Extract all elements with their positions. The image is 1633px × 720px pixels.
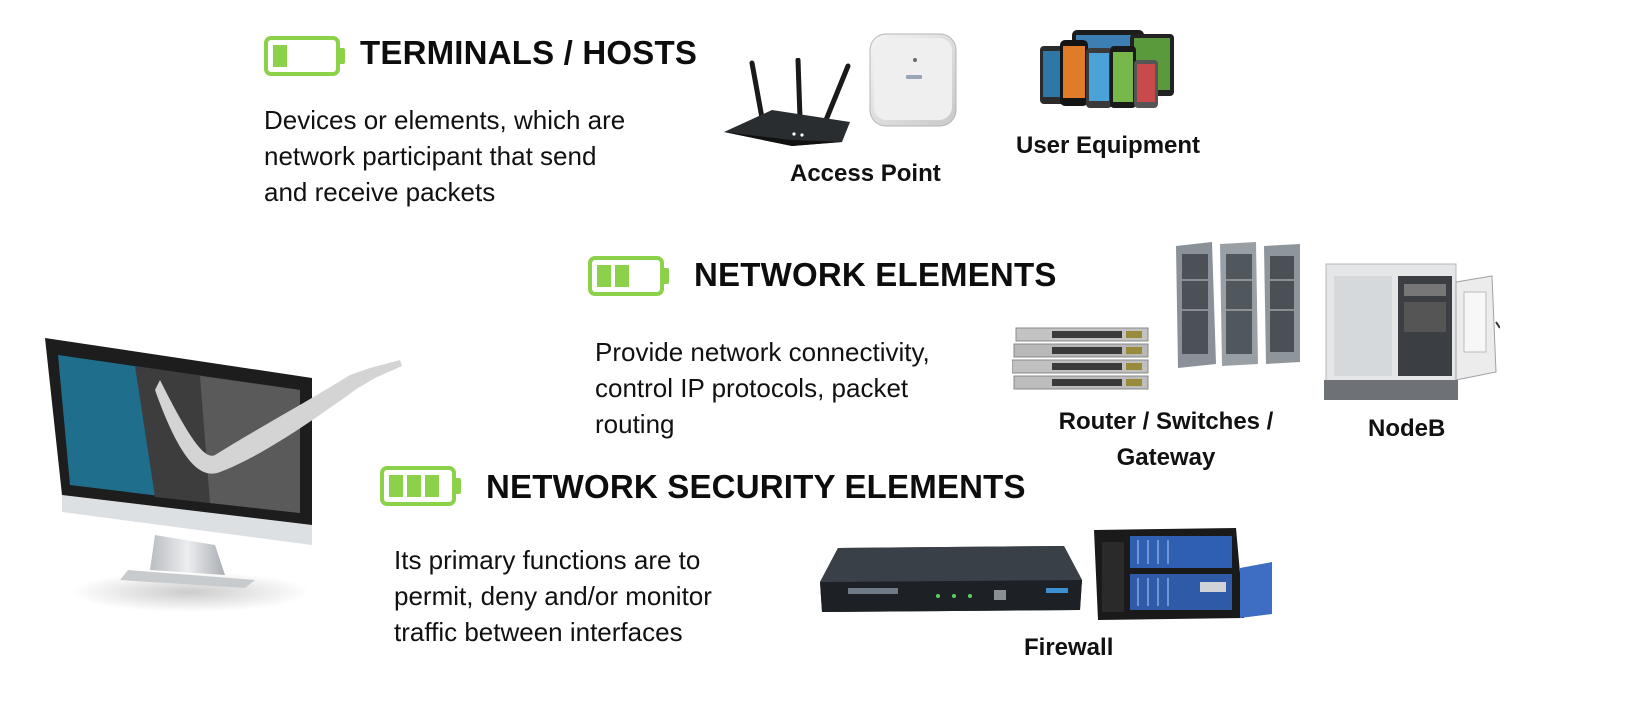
battery-icon-level-3 — [380, 466, 464, 506]
label-firewall: Firewall — [1024, 634, 1114, 661]
desc-line: Its primary functions are to — [394, 545, 701, 575]
desc-line: Devices or elements, which are — [264, 105, 626, 135]
description-network-security-elements: Its primary functions are to permit, den… — [394, 542, 712, 650]
description-terminals-hosts: Devices or elements, which are network p… — [264, 102, 625, 210]
desc-line: control IP protocols, packet — [595, 373, 909, 403]
wifi-router-image — [722, 58, 854, 146]
label-user-equipment: User Equipment — [1016, 132, 1201, 159]
desc-line: and receive packets — [264, 177, 496, 207]
desc-line: permit, deny and/or monitor — [394, 581, 712, 611]
nodeb-cabinet-image — [1324, 262, 1500, 402]
label-access-point: Access Point — [790, 160, 941, 187]
heading-network-security-elements: NETWORK SECURITY ELEMENTS — [486, 468, 1026, 505]
label-line: Router / Switches / — [1058, 408, 1274, 435]
battery-icon-level-2 — [588, 256, 672, 296]
security-appliance-image — [818, 540, 1084, 626]
firewall-server-image — [1090, 526, 1274, 622]
desc-line: Provide network connectivity, — [595, 337, 930, 367]
label-router-switches-gateway: Router / Switches / Gateway — [1040, 404, 1292, 476]
battery-icon-level-1 — [264, 36, 348, 76]
mobile-devices-image — [1040, 26, 1176, 112]
heading-network-elements: NETWORK ELEMENTS — [694, 256, 1057, 293]
desc-line: network participant that send — [264, 141, 597, 171]
monitor-hand-illustration — [40, 330, 420, 630]
desc-line: routing — [595, 409, 675, 439]
description-network-elements: Provide network connectivity, control IP… — [595, 334, 930, 442]
label-line: Gateway — [1116, 444, 1216, 471]
heading-terminals-hosts: TERMINALS / HOSTS — [360, 34, 698, 71]
switch-stack-image — [1012, 326, 1152, 392]
label-nodeb: NodeB — [1368, 415, 1446, 442]
server-racks-image — [1172, 240, 1304, 370]
ceiling-access-point-image — [864, 30, 960, 130]
desc-line: traffic between interfaces — [394, 617, 683, 647]
